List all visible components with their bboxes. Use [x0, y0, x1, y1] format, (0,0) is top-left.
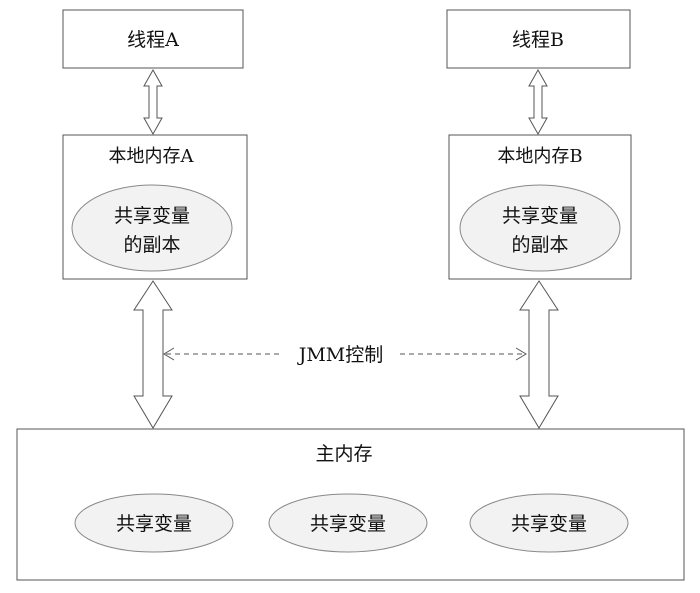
local-copy-a-ellipse: [71, 184, 233, 272]
local-memory-a-label: 本地内存A: [109, 146, 195, 167]
local-copy-a-line1: 共享变量: [114, 205, 190, 227]
thread-a-local-arrow: [143, 68, 163, 136]
main-variable-ellipse: [268, 493, 428, 553]
jmm-arrowhead-left: [163, 347, 175, 361]
main-variable-label: 共享变量: [310, 513, 386, 535]
local-copy-b-line2: 的副本: [511, 234, 568, 256]
local-copy-a-line2: 的副本: [123, 234, 180, 256]
jmm-arrowhead-right: [515, 347, 527, 361]
local-copy-b-line1: 共享变量: [502, 205, 578, 227]
thread-b-label: 线程B: [512, 29, 564, 51]
local-main-arrow-a: [133, 280, 173, 429]
thread-a-label: 线程A: [127, 29, 179, 51]
thread-b-box: [446, 9, 631, 69]
local-copy-b-ellipse: [459, 184, 621, 272]
thread-a-box: [62, 9, 244, 69]
local-memory-b-label: 本地内存B: [497, 146, 582, 167]
main-variable-label: 共享变量: [511, 513, 587, 535]
main-variable-ellipse: [469, 493, 629, 553]
main-memory-label: 主内存: [315, 443, 372, 465]
thread-b-local-arrow: [528, 68, 548, 136]
main-variable-label: 共享变量: [116, 513, 192, 535]
local-main-arrow-b: [519, 280, 559, 429]
jmm-control-label: JMM控制: [297, 344, 384, 366]
main-variable-ellipse: [74, 493, 234, 553]
